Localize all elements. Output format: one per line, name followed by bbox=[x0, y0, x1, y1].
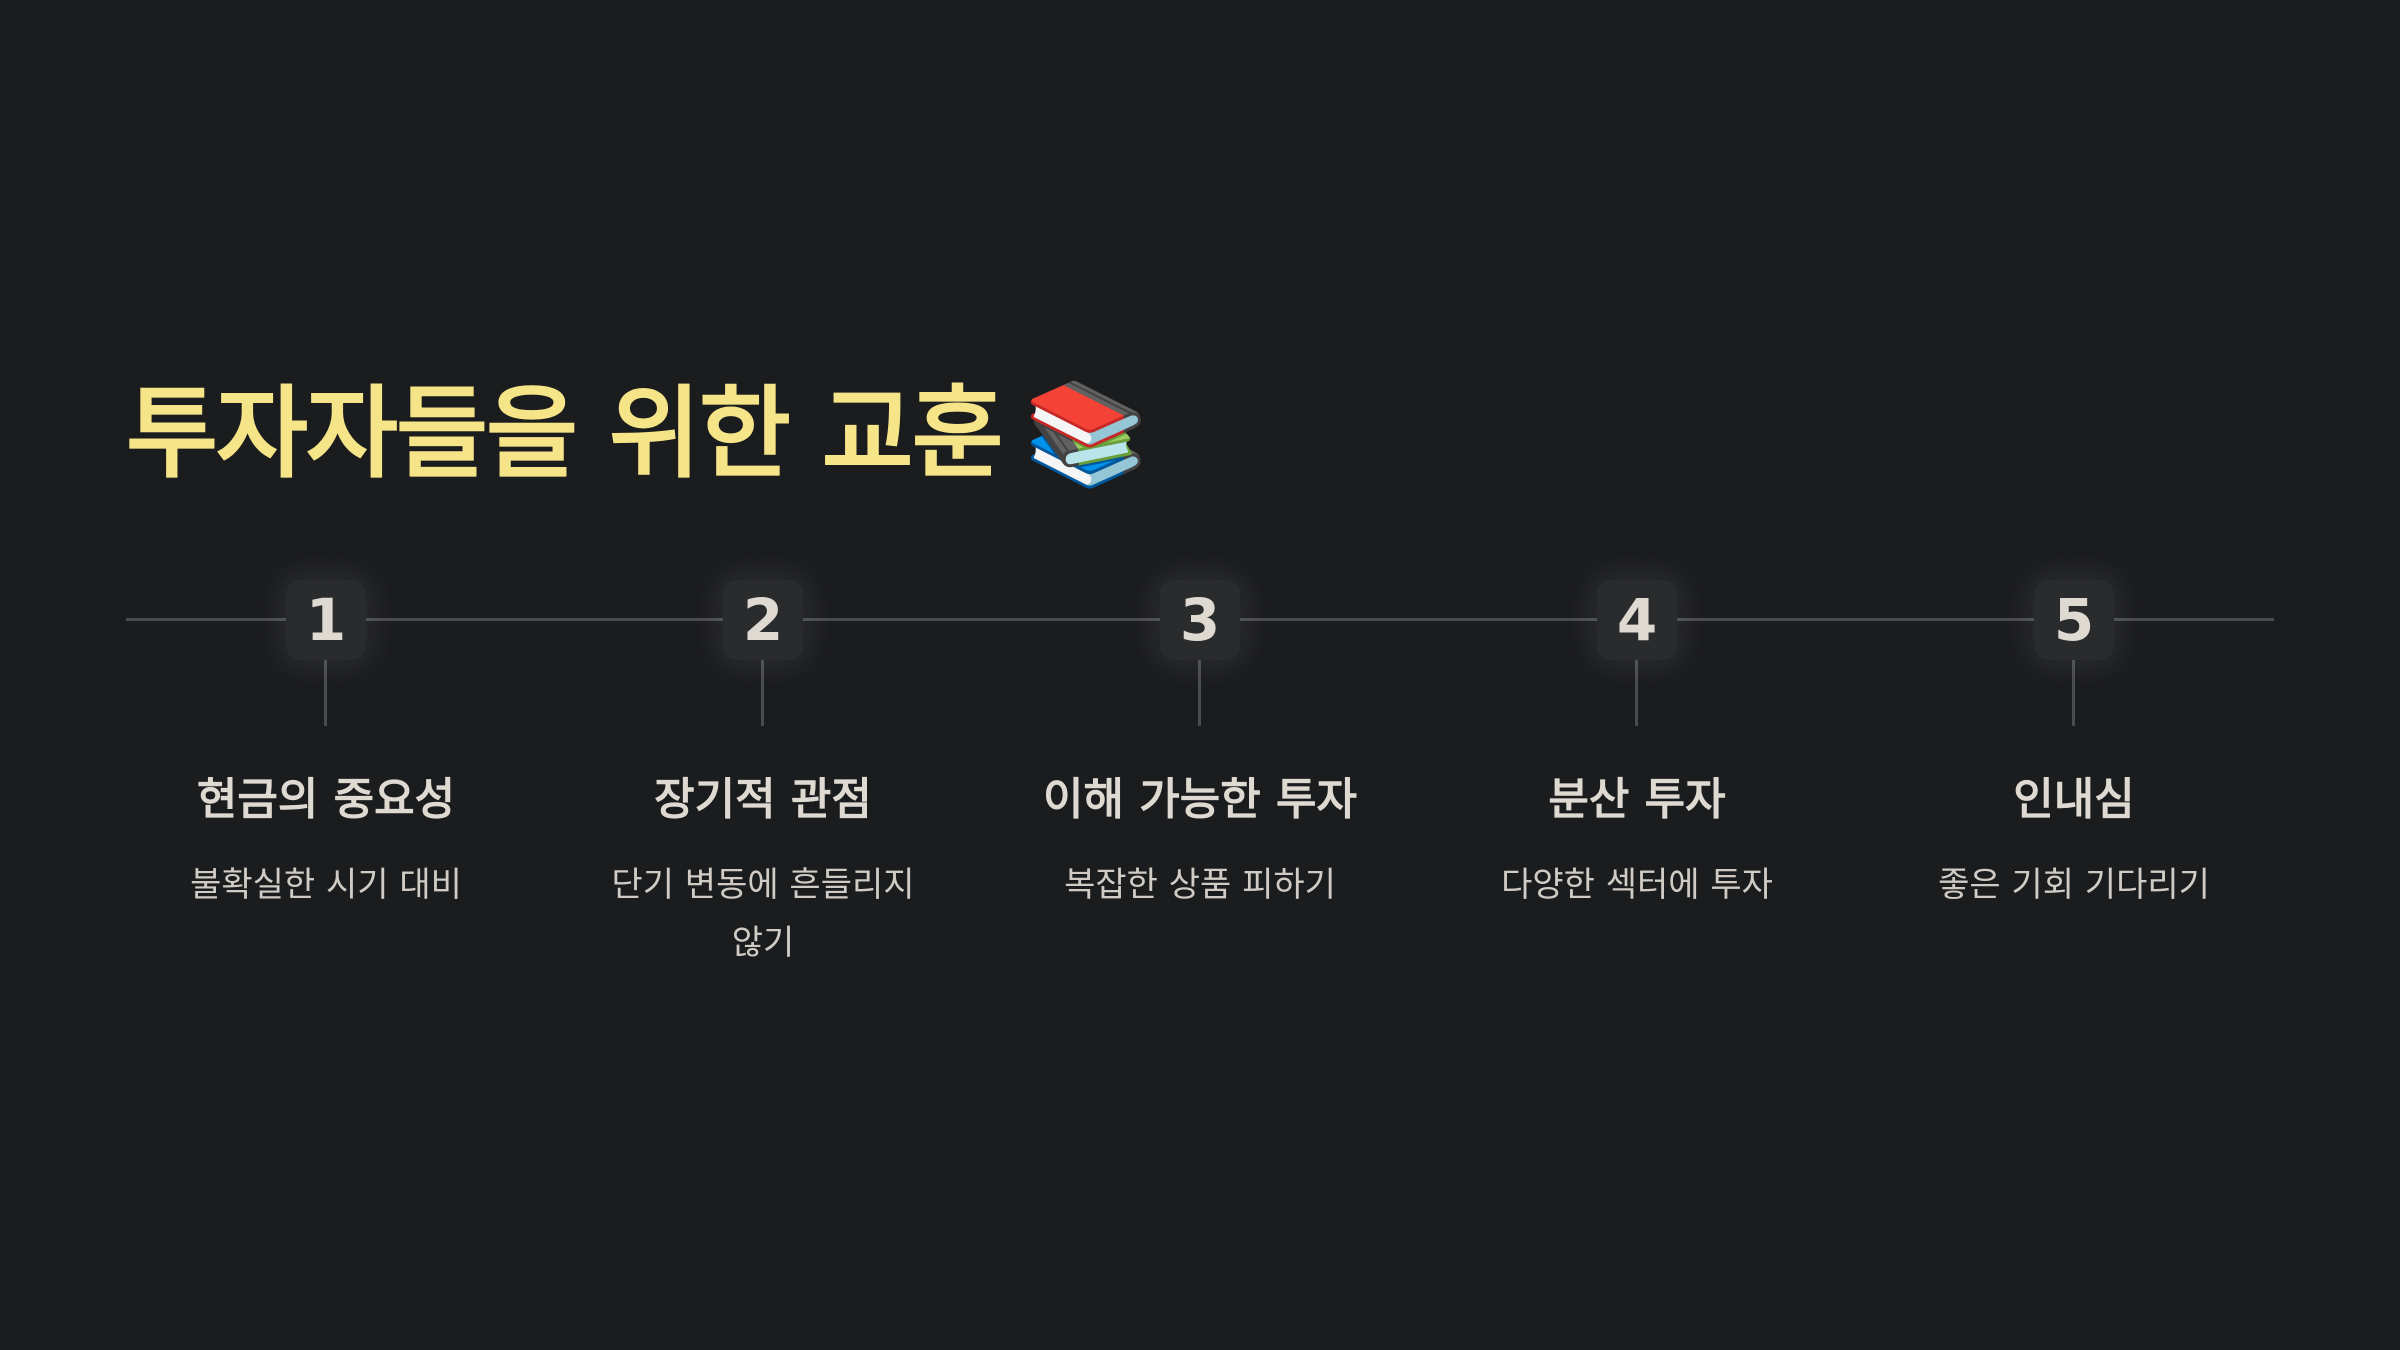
step-number-badge: 3 bbox=[1160, 580, 1240, 660]
timeline-step-2: 2 장기적 관점 단기 변동에 흔들리지 않기 bbox=[553, 580, 973, 1000]
step-title: 장기적 관점 bbox=[654, 774, 872, 825]
step-title: 현금의 중요성 bbox=[196, 774, 456, 825]
step-description: 좋은 기회 기다리기 bbox=[1938, 865, 2210, 905]
step-description: 불확실한 시기 대비 bbox=[190, 865, 462, 905]
timeline-step-1: 1 현금의 중요성 불확실한 시기 대비 bbox=[116, 580, 536, 1000]
step-description: 단기 변동에 흔들리지 않기 bbox=[611, 865, 915, 963]
step-connector bbox=[1198, 660, 1201, 726]
step-title: 분산 투자 bbox=[1548, 774, 1726, 825]
step-number-badge: 4 bbox=[1597, 580, 1677, 660]
step-number-badge: 5 bbox=[2034, 580, 2114, 660]
timeline-step-5: 5 인내심 좋은 기회 기다리기 bbox=[1864, 580, 2284, 1000]
step-connector bbox=[1635, 660, 1638, 726]
step-title: 인내심 bbox=[2013, 774, 2135, 825]
books-icon: 📚 bbox=[1023, 375, 1149, 492]
step-number-badge: 2 bbox=[723, 580, 803, 660]
step-title: 이해 가능한 투자 bbox=[1043, 774, 1357, 825]
step-connector bbox=[2072, 660, 2075, 726]
step-connector bbox=[324, 660, 327, 726]
step-description: 복잡한 상품 피하기 bbox=[1064, 865, 1336, 905]
timeline-step-3: 3 이해 가능한 투자 복잡한 상품 피하기 bbox=[990, 580, 1410, 1000]
step-description: 다양한 섹터에 투자 bbox=[1501, 865, 1773, 905]
timeline-step-4: 4 분산 투자 다양한 섹터에 투자 bbox=[1427, 580, 1847, 1000]
title-text: 투자자들을 위한 교훈 bbox=[126, 375, 1004, 492]
page-title: 투자자들을 위한 교훈📚 bbox=[126, 370, 1149, 498]
step-number-badge: 1 bbox=[286, 580, 366, 660]
step-connector bbox=[761, 660, 764, 726]
